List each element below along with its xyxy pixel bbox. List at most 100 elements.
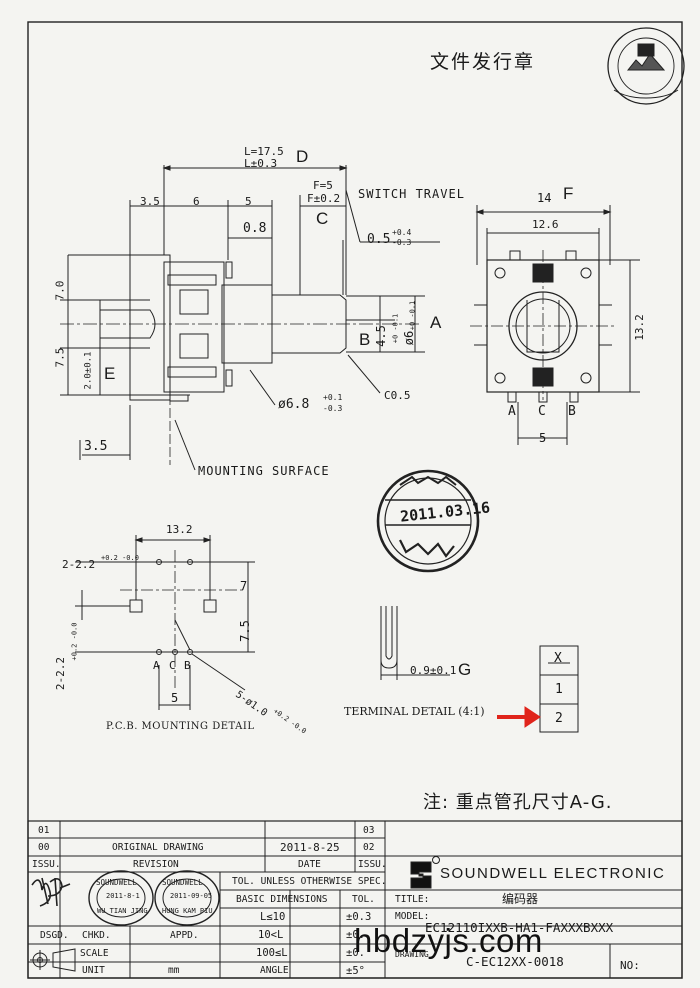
dim-phi6-8: ø6.8 <box>278 397 310 412</box>
travel-value: 0.5 <box>367 232 391 247</box>
label-G: G <box>458 660 472 679</box>
scale-label: SCALE <box>80 948 109 959</box>
stamp-approver-name: HUNG KAM PIU <box>162 907 213 915</box>
terminal-caption: TERMINAL DETAIL (4:1) <box>344 705 485 718</box>
issu-label: ISSU. <box>32 859 61 870</box>
designed-label: DSGD. <box>40 930 69 941</box>
checked-label: CHKD. <box>82 930 111 941</box>
rev-box-header: X <box>554 651 562 666</box>
tol-row-2: ±0. <box>346 929 365 941</box>
side-pin-A: A <box>508 404 516 419</box>
switch-travel-label: SWITCH TRAVEL <box>358 187 465 201</box>
stamp-designer-name: WU TIAN JING <box>97 907 148 915</box>
dim-3-5-bottom: 3.5 <box>84 439 108 454</box>
original-drawing-label: ORIGINAL DRAWING <box>112 842 204 853</box>
angle-label: ANGLE <box>260 965 289 976</box>
title-label: TITLE: <box>395 894 430 905</box>
rev-row-00: 00 <box>38 842 50 853</box>
approved-label: APPD. <box>170 930 199 941</box>
dim-4-5-tol: +0 -0.1 <box>391 313 400 344</box>
side-dim-13-2: 13.2 <box>632 314 646 341</box>
label-D: D <box>296 147 309 166</box>
pcb-caption: P.C.B. MOUNTING DETAIL <box>106 721 255 732</box>
mounting-surface-label: MOUNTING SURFACE <box>198 464 330 478</box>
dim-phi6-8-plus: +0.1 <box>323 393 343 402</box>
dim-7-0: 7.0 <box>53 280 67 301</box>
travel-plus-tol: +0.4 <box>392 228 412 237</box>
date-label: DATE <box>298 859 321 870</box>
unit-value: mm <box>168 965 180 976</box>
side-pin-B: B <box>568 404 576 419</box>
travel-minus-tol: -0.3 <box>392 238 412 247</box>
basic-dimensions-label: BASIC DIMENSIONS <box>236 894 328 905</box>
watermark: hbdzyjs.com <box>354 922 543 959</box>
side-dim-5: 5 <box>539 431 547 445</box>
side-pin-C: C <box>538 404 546 419</box>
dim-L-tolerance: L±0.3 <box>244 157 278 170</box>
rev-row-02: 02 <box>363 842 375 853</box>
label-B: B <box>359 330 371 349</box>
stamp-designer-company: SOUNDWELL <box>96 878 137 887</box>
terminal-dim: 0.9±0.1 <box>410 664 457 677</box>
dim-phi6-tol: +0 -0.1 <box>408 300 417 331</box>
revision-label: REVISION <box>133 859 179 870</box>
pcb-hole-spec-vertical: 2-2.2 <box>54 656 68 691</box>
pcb-dim-7: 7 <box>240 579 248 593</box>
dim-phi6: ø6 <box>402 330 417 346</box>
drawing-label: DRAWING <box>395 950 429 959</box>
issue-stamp-title: 文件发行章 <box>430 51 536 73</box>
stamp-approver-company: SOUNDWELL <box>162 878 203 887</box>
dim-F-nominal: F=5 <box>313 179 333 192</box>
rev-box-row-1: 1 <box>555 682 563 697</box>
tolerance-header: TOL. UNLESS OTHERWISE SPEC. <box>232 876 387 887</box>
model-value: EC12110IXXB-HA1-FAXXXBXXX <box>425 920 614 935</box>
label-A: A <box>430 313 442 332</box>
issu-label-2: ISSU. <box>358 859 387 870</box>
pcb-pin-B: B <box>184 659 191 672</box>
original-drawing-date: 2011-8-25 <box>280 841 340 854</box>
rev-row-03: 03 <box>363 825 375 836</box>
dim-3-5-top: 3.5 <box>140 195 160 208</box>
title-value: 编码器 <box>502 892 539 906</box>
dim-5-top: 5 <box>245 195 252 208</box>
no-label: NO: <box>620 959 640 972</box>
label-E: E <box>104 364 116 383</box>
dim-F-tolerance: F±0.2 <box>307 192 341 205</box>
side-dim-14: 14 <box>537 191 552 205</box>
range-row-1: L≤10 <box>260 911 286 923</box>
dim-0-8: 0.8 <box>243 221 267 236</box>
range-row-3: 100≤L <box>256 947 288 959</box>
tol-label: TOL. <box>352 894 375 905</box>
dim-7-5-left: 7.5 <box>53 347 67 368</box>
pcb-hole-spec-vertical-tol: +0.2 -0.0 <box>70 622 79 661</box>
rev-box-row-2: 2 <box>555 711 563 726</box>
label-C: C <box>316 209 329 228</box>
pcb-dim-5: 5 <box>171 691 179 705</box>
side-dim-12-6: 12.6 <box>532 218 559 231</box>
stamp-designer-date: 2011-8-1 <box>106 892 140 900</box>
tol-row-1: ±0.3 <box>346 911 372 923</box>
tol-row-3: ±0. <box>346 947 365 959</box>
dim-phi6-8-minus: -0.3 <box>323 404 343 413</box>
drawing-number: C-EC12XX-0018 <box>466 954 564 969</box>
range-row-2: 10<L <box>258 929 284 941</box>
unit-label: UNIT <box>82 965 105 976</box>
critical-dims-note: 注: 重点管孔尺寸A-G. <box>423 792 613 813</box>
angle-tol: ±5° <box>346 965 365 977</box>
dim-2-0: 2.0±0.1 <box>83 351 94 390</box>
pcb-hole-spec: 2-2.2 <box>62 558 96 571</box>
label-F: F <box>563 184 574 203</box>
company-name: SOUNDWELL ELECTRONIC <box>440 865 666 882</box>
dim-L-nominal: L=17.5 <box>244 145 284 158</box>
stamp-approver-date: 2011-09-05 <box>170 892 213 900</box>
pcb-dim-7-5: 7.5 <box>237 620 252 642</box>
rev-row-01: 01 <box>38 825 50 836</box>
dim-4-5: 4.5 <box>373 325 388 347</box>
pcb-dim-13-2: 13.2 <box>166 523 193 536</box>
model-label: MODEL: <box>395 911 430 922</box>
chamfer-label: C0.5 <box>384 389 411 402</box>
pcb-hole-spec-tol: +0.2 -0.0 <box>101 554 139 562</box>
dim-6-top: 6 <box>193 195 200 208</box>
